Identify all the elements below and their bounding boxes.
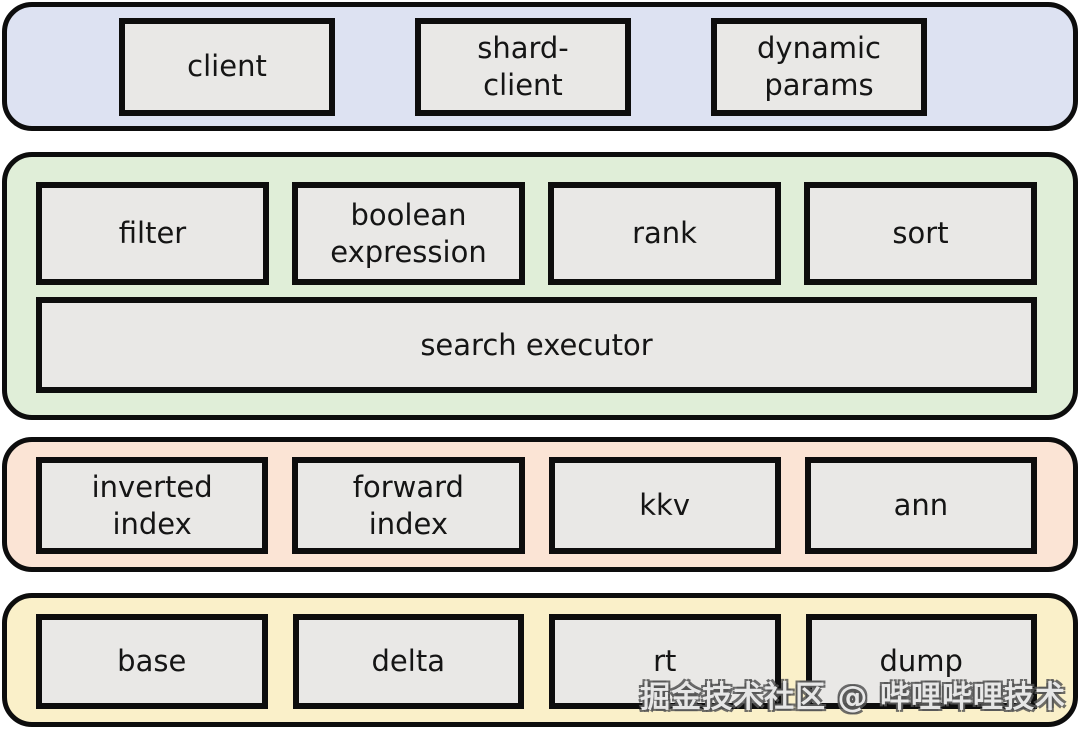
box-rank: rank bbox=[548, 182, 781, 285]
box-shard-client: shard- client bbox=[415, 17, 631, 116]
search-layer-inner: filter boolean expression rank sort sear… bbox=[7, 157, 1073, 393]
store-layer-row: base delta rt dump bbox=[7, 598, 1073, 709]
box-filter: filter bbox=[36, 182, 269, 285]
box-client: client bbox=[119, 17, 335, 116]
box-ann: ann bbox=[804, 457, 1037, 554]
box-kkv: kkv bbox=[548, 457, 781, 554]
box-forward-index: forward index bbox=[292, 457, 525, 554]
box-inverted-index: inverted index bbox=[36, 457, 269, 554]
client-layer-row: client shard- client dynamic params bbox=[7, 7, 1073, 126]
box-sort: sort bbox=[804, 182, 1037, 285]
layer-search: filter boolean expression rank sort sear… bbox=[2, 152, 1078, 420]
box-dynamic-params: dynamic params bbox=[711, 17, 927, 116]
layer-index: inverted index forward index kkv ann bbox=[2, 437, 1078, 572]
box-dump: dump bbox=[805, 614, 1037, 709]
box-delta: delta bbox=[292, 614, 524, 709]
box-base: base bbox=[36, 614, 268, 709]
box-boolean-expression: boolean expression bbox=[292, 182, 525, 285]
index-layer-row: inverted index forward index kkv ann bbox=[7, 442, 1073, 554]
box-rt: rt bbox=[549, 614, 781, 709]
layer-store: base delta rt dump bbox=[2, 593, 1078, 727]
search-layer-executor-row: search executor bbox=[36, 297, 1037, 393]
search-layer-top-row: filter boolean expression rank sort bbox=[36, 182, 1037, 285]
layer-client: client shard- client dynamic params bbox=[2, 2, 1078, 131]
box-search-executor: search executor bbox=[36, 297, 1037, 393]
